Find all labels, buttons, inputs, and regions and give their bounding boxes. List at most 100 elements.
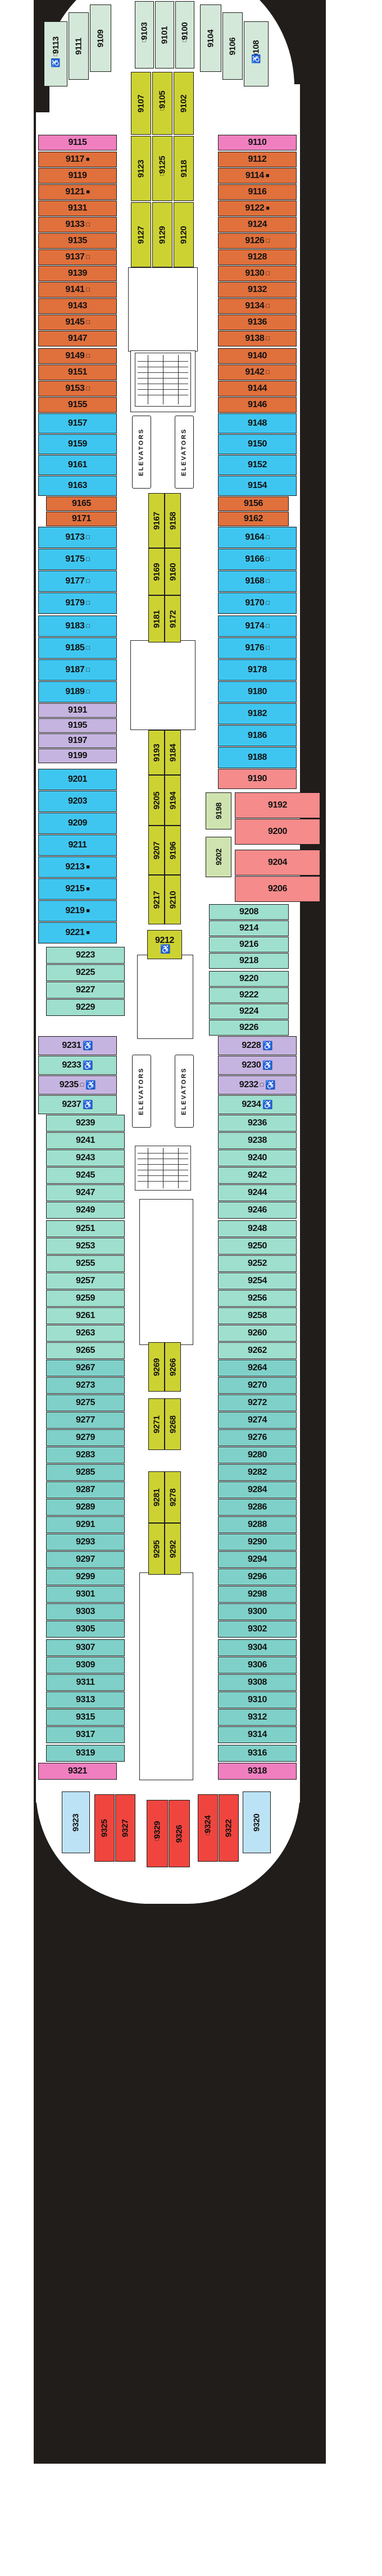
cabin-9161[interactable]: 9161 <box>38 455 117 475</box>
cabin-9228[interactable]: 9228♿ <box>218 1036 297 1055</box>
cabin-9304[interactable]: 9304 <box>218 1639 297 1656</box>
cabin-9301[interactable]: 9301 <box>46 1586 125 1603</box>
cabin-9248[interactable]: 9248 <box>218 1220 297 1237</box>
cabin-9227[interactable]: 9227 <box>46 982 125 999</box>
cabin-9256[interactable]: 9256 <box>218 1290 297 1307</box>
cabin-9285[interactable]: 9285 <box>46 1464 125 1481</box>
cabin-9182[interactable]: 9182 <box>218 703 297 724</box>
cabin-9169[interactable]: 9169 <box>148 548 165 595</box>
cabin-9302[interactable]: 9302 <box>218 1621 297 1638</box>
cabin-9189[interactable]: 9189□ <box>38 681 117 703</box>
cabin-9237[interactable]: 9237♿ <box>38 1095 117 1114</box>
cabin-9159[interactable]: 9159 <box>38 434 117 454</box>
cabin-9315[interactable]: 9315 <box>46 1709 125 1726</box>
cabin-9200[interactable]: 9200 <box>235 819 320 845</box>
cabin-9329[interactable]: 9329□ <box>147 1800 168 1867</box>
cabin-9296[interactable]: 9296 <box>218 1569 297 1585</box>
cabin-9262[interactable]: 9262 <box>218 1342 297 1359</box>
cabin-9225[interactable]: 9225 <box>46 964 125 981</box>
cabin-9160[interactable]: 9160 <box>165 548 181 595</box>
cabin-9149[interactable]: 9149□ <box>38 348 117 364</box>
cabin-9156[interactable]: 9156 <box>218 496 289 511</box>
cabin-9151[interactable]: 9151 <box>38 364 117 380</box>
cabin-9124[interactable]: 9124 <box>218 217 297 232</box>
cabin-9275[interactable]: 9275 <box>46 1394 125 1411</box>
cabin-9222[interactable]: 9222 <box>209 987 289 1003</box>
cabin-9110[interactable]: 9110 <box>218 135 297 151</box>
cabin-9254[interactable]: 9254 <box>218 1273 297 1289</box>
cabin-9105[interactable]: 9105□ <box>152 72 172 135</box>
staircase-aft[interactable] <box>135 1146 191 1191</box>
cabin-9172[interactable]: 9172 <box>165 595 181 642</box>
cabin-9297[interactable]: 9297 <box>46 1551 125 1568</box>
cabin-9316[interactable]: 9316 <box>218 1745 297 1762</box>
cabin-9271[interactable]: 9271 <box>148 1398 165 1450</box>
cabin-9158[interactable]: 9158 <box>165 493 181 548</box>
cabin-9219[interactable]: 9219■ <box>38 900 117 922</box>
cabin-9322[interactable]: 9322 <box>219 1794 239 1862</box>
cabin-9181[interactable]: 9181 <box>148 595 165 642</box>
cabin-9291[interactable]: 9291 <box>46 1516 125 1533</box>
cabin-9202[interactable]: 9202 <box>206 837 231 877</box>
cabin-9260[interactable]: 9260 <box>218 1325 297 1342</box>
cabin-9166[interactable]: 9166□ <box>218 549 297 570</box>
cabin-9145[interactable]: 9145□ <box>38 314 117 330</box>
cabin-9229[interactable]: 9229 <box>46 999 125 1016</box>
cabin-9141[interactable]: 9141□ <box>38 282 117 298</box>
cabin-9233[interactable]: 9233♿ <box>38 1056 117 1075</box>
cabin-9148[interactable]: 9148 <box>218 413 297 434</box>
cabin-9298[interactable]: 9298 <box>218 1586 297 1603</box>
cabin-9293[interactable]: 9293 <box>46 1534 125 1551</box>
cabin-9266[interactable]: 9266 <box>165 1342 181 1392</box>
cabin-9282[interactable]: 9282 <box>218 1464 297 1481</box>
cabin-9214[interactable]: 9214 <box>209 920 289 936</box>
cabin-9319[interactable]: 9319 <box>46 1745 125 1762</box>
cabin-9272[interactable]: 9272 <box>218 1394 297 1411</box>
cabin-9251[interactable]: 9251 <box>46 1220 125 1237</box>
cabin-9295[interactable]: 9295 <box>148 1523 165 1575</box>
cabin-9206[interactable]: 9206 <box>235 876 320 902</box>
cabin-9287[interactable]: 9287 <box>46 1481 125 1498</box>
cabin-9114[interactable]: 9114■ <box>218 168 297 184</box>
cabin-9261[interactable]: 9261 <box>46 1307 125 1324</box>
cabin-9236[interactable]: 9236 <box>218 1115 297 1132</box>
cabin-9269[interactable]: 9269 <box>148 1342 165 1392</box>
cabin-9224[interactable]: 9224 <box>209 1004 289 1019</box>
cabin-9196[interactable]: 9196 <box>165 826 181 875</box>
cabin-9133[interactable]: 9133□ <box>38 217 117 232</box>
cabin-9312[interactable]: 9312 <box>218 1709 297 1726</box>
cabin-9190[interactable]: 9190 <box>218 769 297 789</box>
cabin-9118[interactable]: 9118 <box>174 136 194 201</box>
cabin-9314[interactable]: 9314 <box>218 1726 297 1743</box>
cabin-9165[interactable]: 9165 <box>46 496 117 511</box>
cabin-9195[interactable]: 9195 <box>38 718 117 733</box>
cabin-9321[interactable]: 9321 <box>38 1763 117 1780</box>
cabin-9144[interactable]: 9144 <box>218 381 297 396</box>
cabin-9109[interactable]: 9109 <box>90 4 111 72</box>
cabin-9216[interactable]: 9216 <box>209 937 289 952</box>
cabin-9211[interactable]: 9211 <box>38 835 117 856</box>
cabin-9116[interactable]: 9116 <box>218 184 297 200</box>
cabin-9267[interactable]: 9267 <box>46 1360 125 1376</box>
cabin-9276[interactable]: 9276 <box>218 1429 297 1446</box>
cabin-9101[interactable]: 9101 <box>155 1 174 69</box>
cabin-9300[interactable]: 9300 <box>218 1603 297 1620</box>
cabin-9173[interactable]: 9173□ <box>38 527 117 548</box>
cabin-9215[interactable]: 9215■ <box>38 878 117 900</box>
cabin-9208[interactable]: 9208 <box>209 904 289 920</box>
cabin-9143[interactable]: 9143 <box>38 298 117 314</box>
cabin-9255[interactable]: 9255 <box>46 1255 125 1272</box>
cabin-9132[interactable]: 9132 <box>218 282 297 298</box>
cabin-9278[interactable]: 9278 <box>165 1471 181 1523</box>
cabin-9277[interactable]: 9277 <box>46 1412 125 1429</box>
cabin-9299[interactable]: 9299 <box>46 1569 125 1585</box>
cabin-9240[interactable]: 9240 <box>218 1150 297 1166</box>
cabin-9122[interactable]: 9122■ <box>218 200 297 216</box>
cabin-9281[interactable]: 9281 <box>148 1471 165 1523</box>
cabin-9265[interactable]: 9265 <box>46 1342 125 1359</box>
cabin-9289[interactable]: 9289 <box>46 1499 125 1516</box>
cabin-9104[interactable]: 9104 <box>200 4 221 72</box>
cabin-9264[interactable]: 9264 <box>218 1360 297 1376</box>
cabin-9325[interactable]: 9325 <box>94 1794 115 1862</box>
cabin-9100[interactable]: 9100□ <box>175 1 194 69</box>
